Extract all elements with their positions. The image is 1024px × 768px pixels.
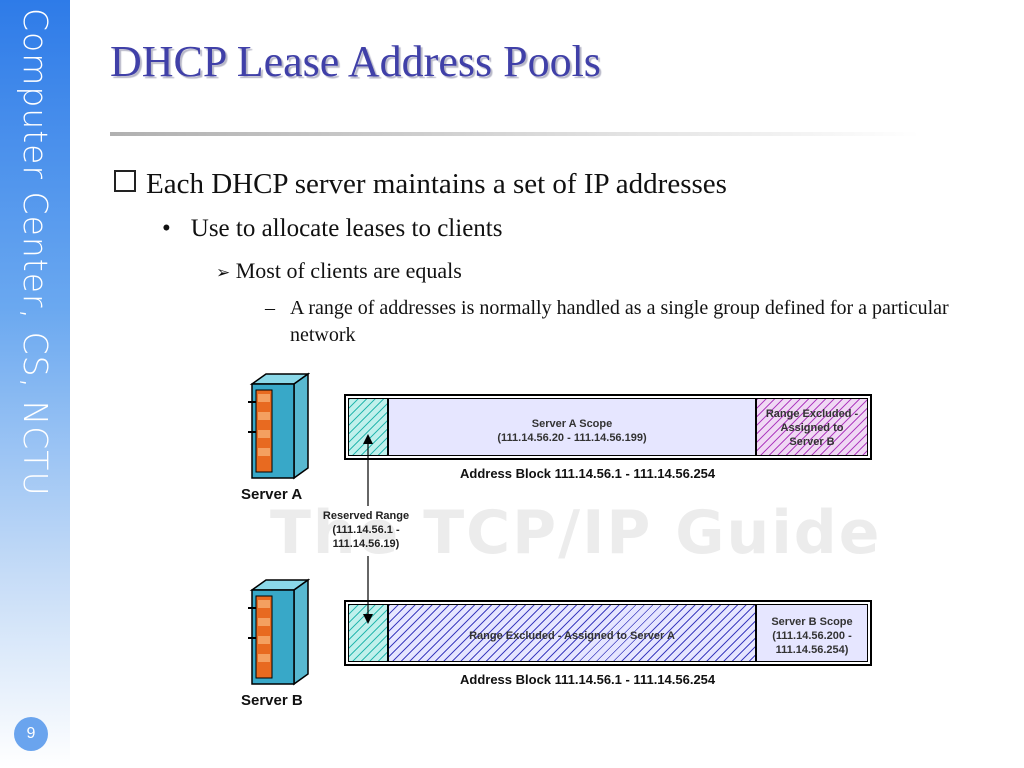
bullet-level3: ➢ Most of clients are equals [216,258,462,284]
sidebar: Computer Center, CS, NCTU 9 [0,0,70,768]
excluded-a-line-3: Server B [789,436,835,448]
server-b-scope-segment: Server B Scope (111.14.56.200 - 111.14.5… [756,604,868,662]
bullet-level3-text: Most of clients are equals [235,258,462,283]
server-b-scope-line-2: (111.14.56.200 - [772,630,852,642]
bullet-level1-text: Each DHCP server maintains a set of IP a… [146,168,727,200]
excluded-segment-b: Range Excluded - Assigned to Server A [388,604,756,662]
server-a-icon [248,372,310,480]
reserved-range-segment-b [348,604,388,662]
title-divider [110,132,920,136]
bullet-level4-text: A range of addresses is normally handled… [290,297,949,346]
excluded-segment-a: Range Excluded - Assigned to Server B [756,398,868,456]
slide-title: DHCP Lease Address Pools [110,37,601,86]
server-a-scope-segment: Server A Scope (111.14.56.20 - 111.14.56… [388,398,756,456]
server-a-scope-range: (111.14.56.20 - 111.14.56.199) [497,432,647,444]
address-block-label-b: Address Block 111.14.56.1 - 111.14.56.25… [460,672,716,687]
dot-bullet-icon: • [162,215,171,242]
excluded-a-line-2: Assigned to [780,422,844,434]
server-a-scope-title: Server A Scope [531,418,613,430]
sidebar-org-text: Computer Center, CS, NCTU [16,8,55,497]
address-block-label-a: Address Block 111.14.56.1 - 111.14.56.25… [460,466,716,481]
bullet-level2: • Use to allocate leases to clients [162,215,502,243]
excluded-b-text: Range Excluded - Assigned to Server A [469,630,675,642]
server-b-address-bar: Range Excluded - Assigned to Server A Se… [344,600,872,666]
bullet-level2-text: Use to allocate leases to clients [190,215,503,242]
bullet-level4: – A range of addresses is normally handl… [265,295,965,349]
server-b-label: Server B [241,692,303,709]
reserved-line-3: 111.14.56.19) [332,538,400,550]
server-a-label: Server A [241,486,303,503]
server-a-address-bar: Server A Scope (111.14.56.20 - 111.14.56… [344,394,872,460]
reserved-line-1: Reserved Range [322,510,410,522]
bullet-level1: Each DHCP server maintains a set of IP a… [114,168,727,201]
reserved-range-label: Reserved Range (111.14.56.1 - 111.14.56.… [318,509,414,551]
server-b-scope-line-1: Server B Scope [771,616,853,628]
reserved-line-2: (111.14.56.1 - [332,524,400,536]
server-b-scope-line-3: 111.14.56.254) [775,644,849,656]
checkbox-bullet-icon [114,170,136,192]
server-b-icon [248,578,310,686]
arrow-bullet-icon: ➢ [216,263,231,283]
dash-bullet-icon: – [265,297,275,319]
reserved-range-arrows [363,434,373,624]
excluded-a-line-1: Range Excluded - [765,408,859,420]
watermark: The TCP/IP Guide [270,498,882,568]
page-number-badge: 9 [14,717,48,751]
